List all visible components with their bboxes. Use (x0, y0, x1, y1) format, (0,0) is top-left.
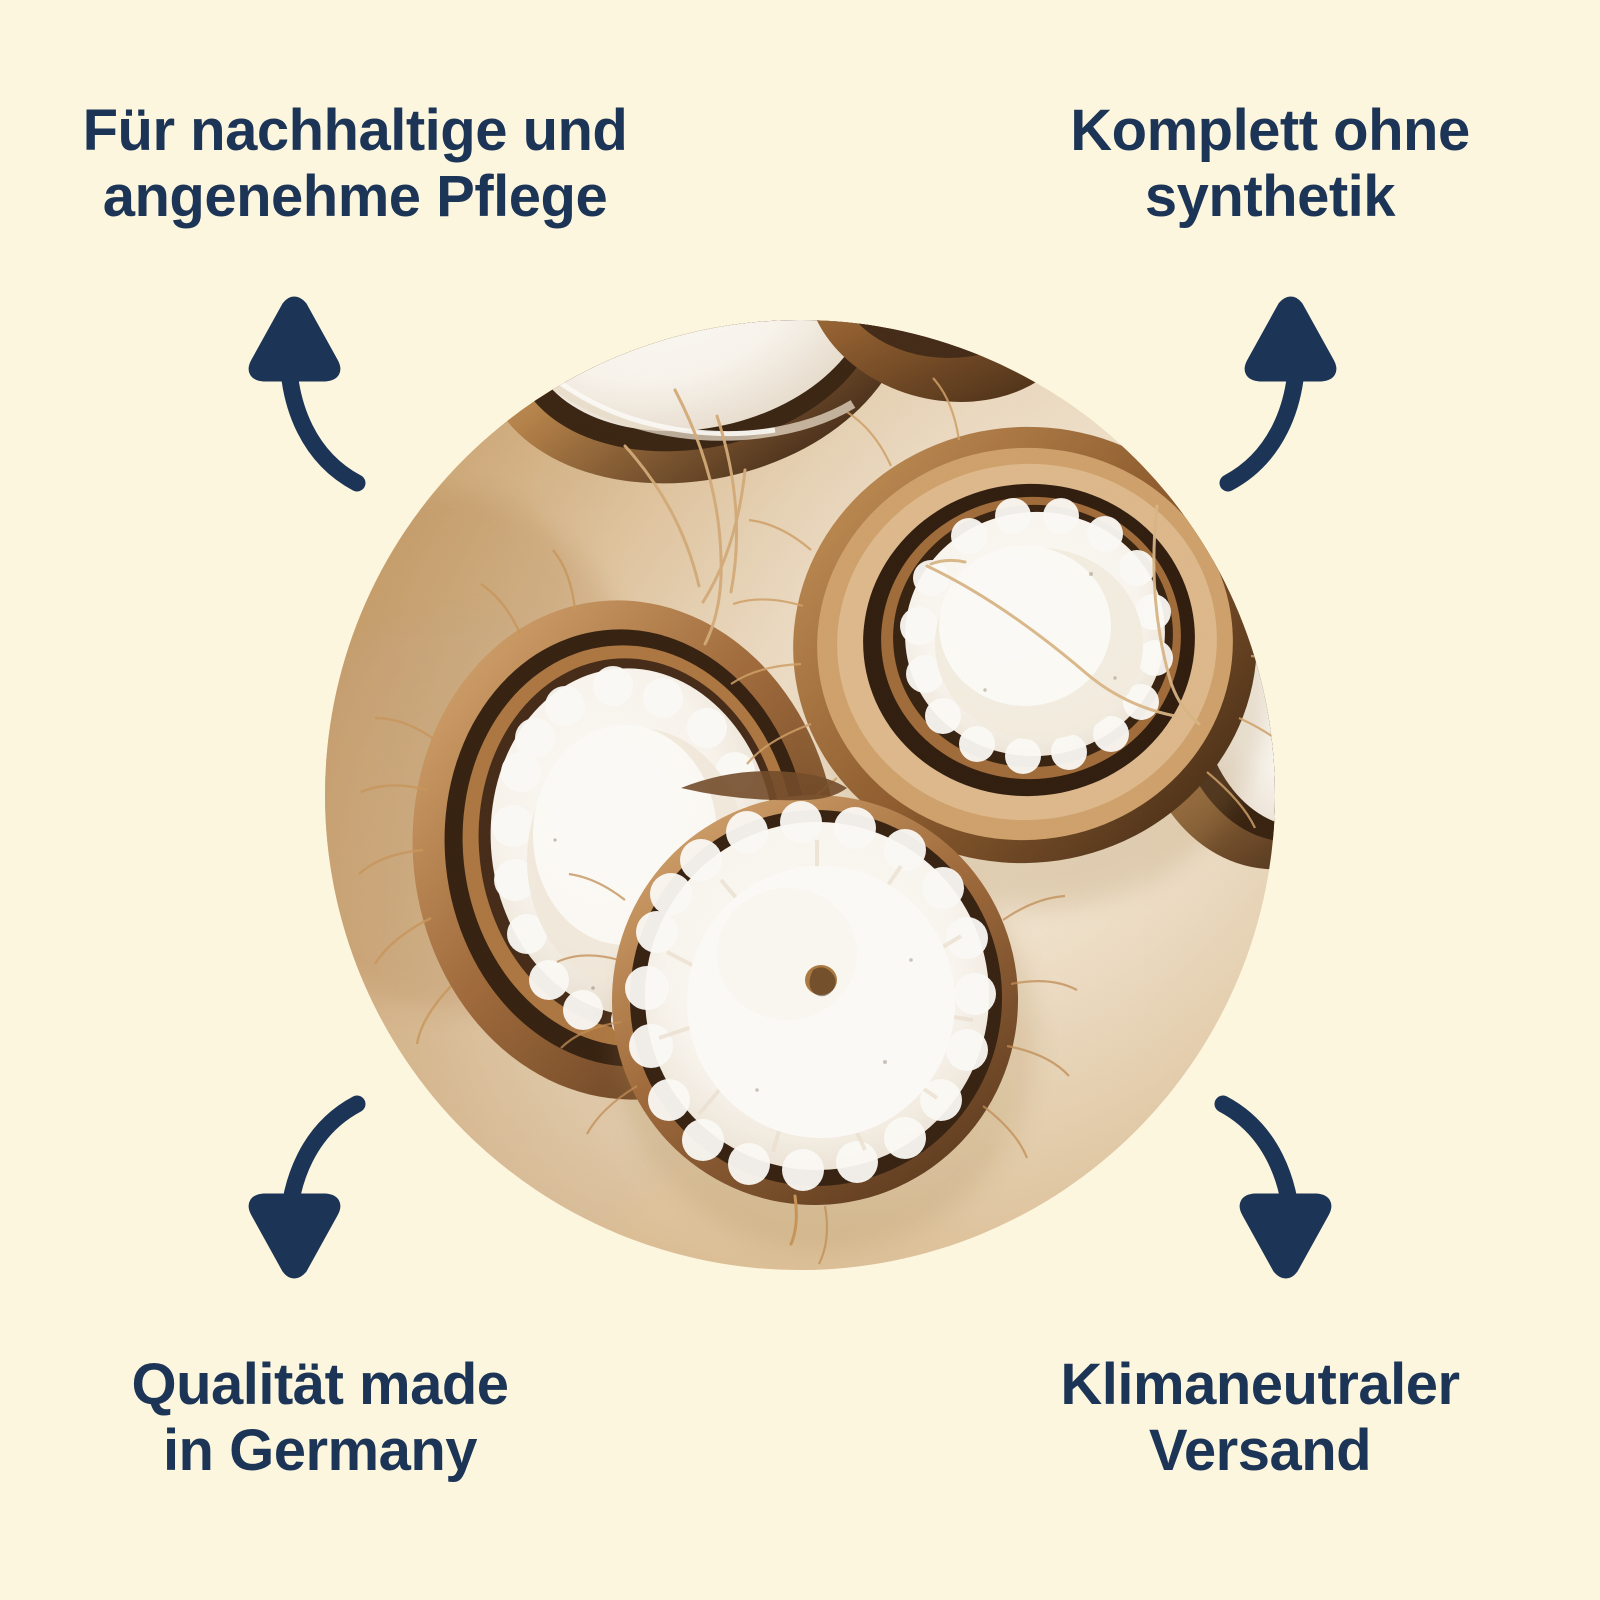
benefit-label-made-in-germany: Qualität made in Germany (131, 1352, 509, 1484)
curved-arrow-down-left-icon (248, 1095, 366, 1279)
benefit-label-no-synthetics: Komplett ohne synthetik (1070, 98, 1470, 230)
coconut-photo-artwork (325, 320, 1275, 1270)
curved-arrow-up-left-icon (248, 296, 366, 492)
curved-arrow-up-right-icon (1219, 296, 1337, 492)
benefit-label-sustainable-care: Für nachhaltige und angenehme Pflege (82, 98, 628, 230)
curved-arrow-down-right-icon (1214, 1095, 1332, 1279)
coconut-halves-photo (325, 320, 1275, 1270)
benefit-label-climate-neutral-shipping: Klimaneutraler Versand (1060, 1352, 1460, 1484)
